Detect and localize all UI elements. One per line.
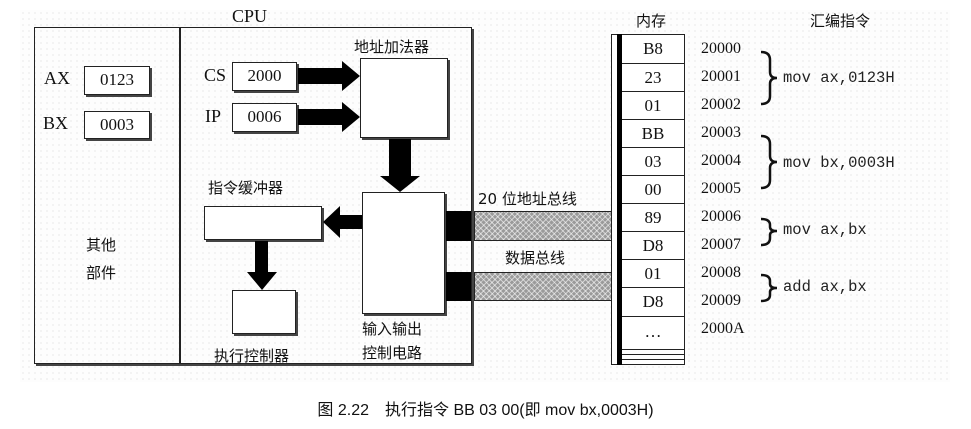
arrow-adder-to-io [380, 139, 420, 192]
register-cs-label: CS [204, 65, 227, 85]
arrow-io-to-buffer [323, 206, 362, 238]
address-bus-stub [446, 211, 471, 241]
memory-address: 20006 [701, 208, 741, 225]
memory-cell: … [622, 317, 684, 350]
memory-address: 20003 [701, 124, 741, 141]
assembly-instruction: mov ax,bx [783, 221, 867, 239]
brace-icon [760, 50, 778, 106]
memory-address: 2000A [701, 320, 745, 337]
arrow-cs-to-adder [298, 61, 360, 91]
figure-caption: 图 2.22 执行指令 BB 03 00(即 mov bx,0003H) [317, 402, 654, 419]
memory-address: 20000 [701, 40, 741, 57]
memory-column: B8 23 01 BB 03 00 89 D8 01 D8 … [622, 34, 685, 365]
memory-cell: 00 [622, 176, 684, 204]
memory-address: 20005 [701, 180, 741, 197]
execution-controller-label: 执行控制器 [214, 347, 290, 365]
other-parts-label-1: 其他 [86, 236, 117, 254]
memory-outer-frame [611, 34, 685, 365]
brace-icon [760, 217, 778, 247]
memory-cell: D8 [622, 288, 684, 317]
memory-address: 20002 [701, 96, 741, 113]
data-bus [474, 272, 612, 301]
diagram-background [20, 10, 950, 382]
memory-address: 20008 [701, 264, 741, 281]
memory-stripe [622, 355, 684, 360]
address-bus-label: 20 位地址总线 [478, 190, 577, 208]
brace-icon [760, 134, 778, 190]
cpu-divider [179, 27, 181, 364]
memory-cell: 03 [622, 148, 684, 176]
memory-cell: D8 [622, 232, 684, 260]
memory-address: 20009 [701, 292, 741, 309]
io-control-circuit-label-1: 输入输出 [362, 320, 423, 338]
other-parts-label-2: 部件 [86, 264, 117, 282]
memory-cell: 89 [622, 204, 684, 232]
register-bx-value: 0003 [84, 111, 150, 139]
memory-cell: 23 [622, 64, 684, 92]
memory-address: 20001 [701, 68, 741, 85]
memory-stripe [622, 360, 684, 365]
braces-layer [760, 50, 778, 303]
memory-cell: BB [622, 120, 684, 148]
register-ip-value: 0006 [232, 103, 297, 132]
instruction-buffer-label: 指令缓冲器 [208, 179, 284, 197]
io-control-circuit-label-2: 控制电路 [362, 344, 423, 362]
cpu-title: CPU [232, 6, 268, 26]
register-cs-value: 2000 [232, 62, 297, 91]
register-ax-value: 0123 [84, 66, 150, 95]
register-ax-label: AX [44, 68, 70, 88]
arrow-ip-to-adder [298, 102, 360, 132]
brace-icon [760, 273, 778, 303]
data-bus-label: 数据总线 [505, 249, 566, 267]
memory-stripe [622, 350, 684, 355]
address-bus [474, 211, 612, 241]
assembly-instruction: add ax,bx [783, 278, 867, 296]
address-adder-label: 地址加法器 [354, 38, 430, 56]
memory-black-bar [617, 34, 622, 365]
memory-cell: 01 [622, 92, 684, 120]
address-adder-box [360, 58, 448, 138]
execution-controller-box [232, 290, 296, 334]
arrow-buffer-to-exec [247, 241, 277, 290]
memory-address: 20007 [701, 236, 741, 253]
memory-cell: 01 [622, 260, 684, 288]
memory-address: 20004 [701, 152, 741, 169]
register-bx-label: BX [43, 113, 69, 133]
assembly-title: 汇编指令 [810, 12, 871, 30]
memory-title: 内存 [636, 12, 667, 30]
register-ip-label: IP [205, 106, 222, 126]
instruction-buffer-box [204, 206, 322, 240]
io-control-circuit-box [362, 192, 445, 314]
cpu-outer-box [34, 27, 472, 364]
memory-cell: B8 [622, 35, 684, 64]
data-bus-stub [446, 272, 471, 301]
assembly-instruction: mov bx,0003H [783, 154, 895, 172]
assembly-instruction: mov ax,0123H [783, 69, 895, 87]
